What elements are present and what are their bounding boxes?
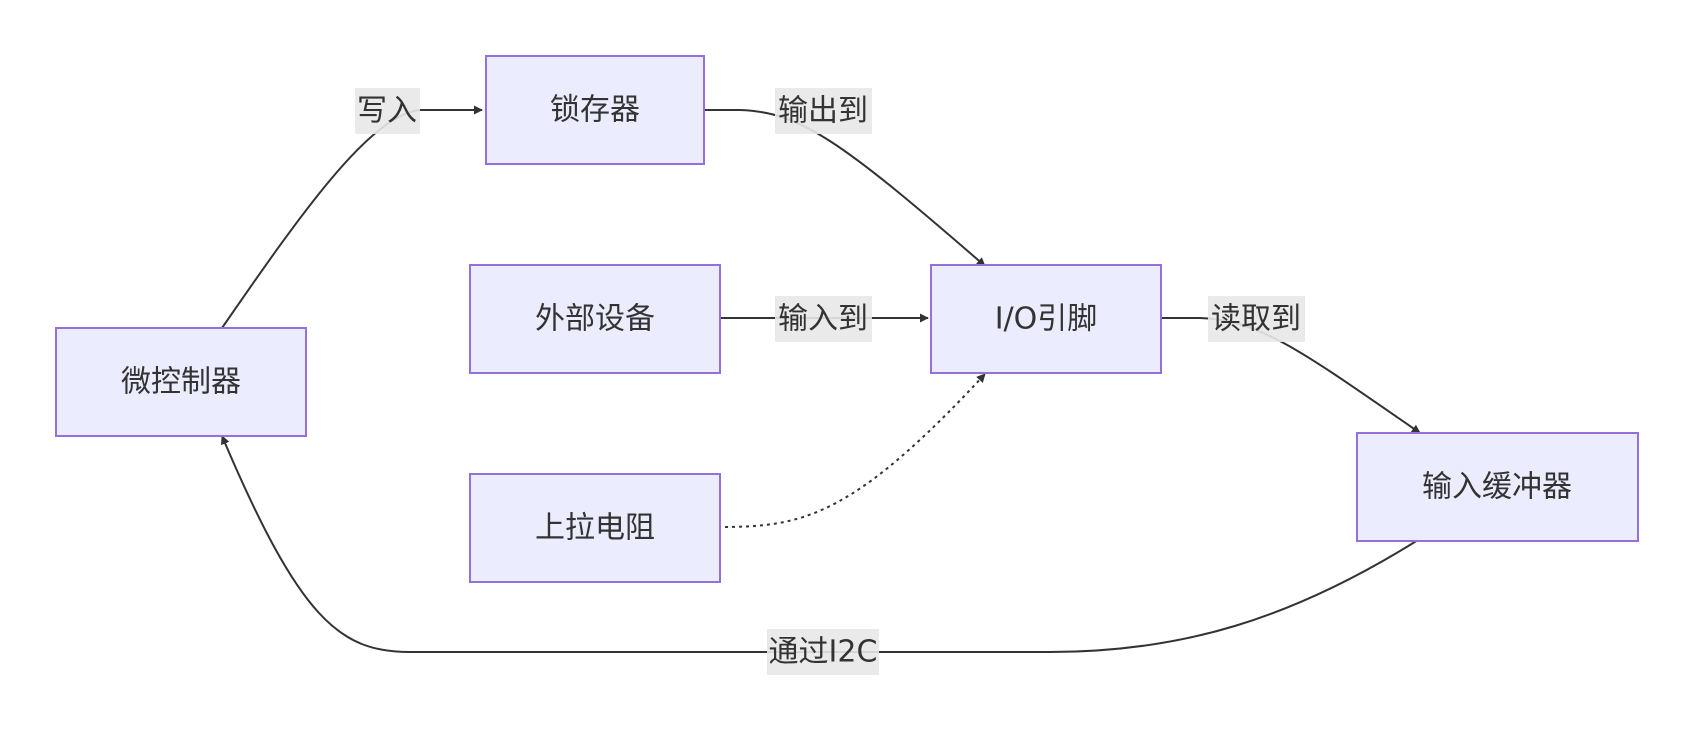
edge-label-via-i2c: 通过I2C xyxy=(767,629,879,675)
edge-label-output-to: 输出到 xyxy=(775,88,872,134)
svg-text:I/O引脚: I/O引脚 xyxy=(995,302,1098,337)
node-mcu: 微控制器 xyxy=(55,327,307,437)
edge-mcu-to-latch xyxy=(221,105,483,329)
svg-text:输入到: 输入到 xyxy=(778,302,868,337)
svg-text:通过I2C: 通过I2C xyxy=(769,635,878,670)
svg-text:上拉电阻: 上拉电阻 xyxy=(535,511,655,546)
svg-text:锁存器: 锁存器 xyxy=(550,93,640,128)
svg-text:读取到: 读取到 xyxy=(1211,302,1301,337)
node-pullup-resistor: 上拉电阻 xyxy=(469,473,721,583)
node-input-buffer: 输入缓冲器 xyxy=(1356,432,1639,542)
svg-text:微控制器: 微控制器 xyxy=(121,365,241,400)
edge-label-read-to: 读取到 xyxy=(1208,296,1305,342)
edge-label-input-to: 输入到 xyxy=(775,296,872,342)
svg-text:外部设备: 外部设备 xyxy=(535,302,655,337)
node-latch: 锁存器 xyxy=(485,55,705,165)
svg-text:输出到: 输出到 xyxy=(778,94,868,129)
edge-latch-to-io xyxy=(702,109,986,267)
edge-pullup-to-io xyxy=(717,373,986,528)
node-external-device: 外部设备 xyxy=(469,264,721,374)
svg-text:写入: 写入 xyxy=(357,94,417,129)
node-io-pin: I/O引脚 xyxy=(930,264,1162,374)
edge-buffer-to-mcu xyxy=(221,435,1419,653)
svg-text:输入缓冲器: 输入缓冲器 xyxy=(1422,470,1572,505)
edge-label-write: 写入 xyxy=(355,88,420,134)
